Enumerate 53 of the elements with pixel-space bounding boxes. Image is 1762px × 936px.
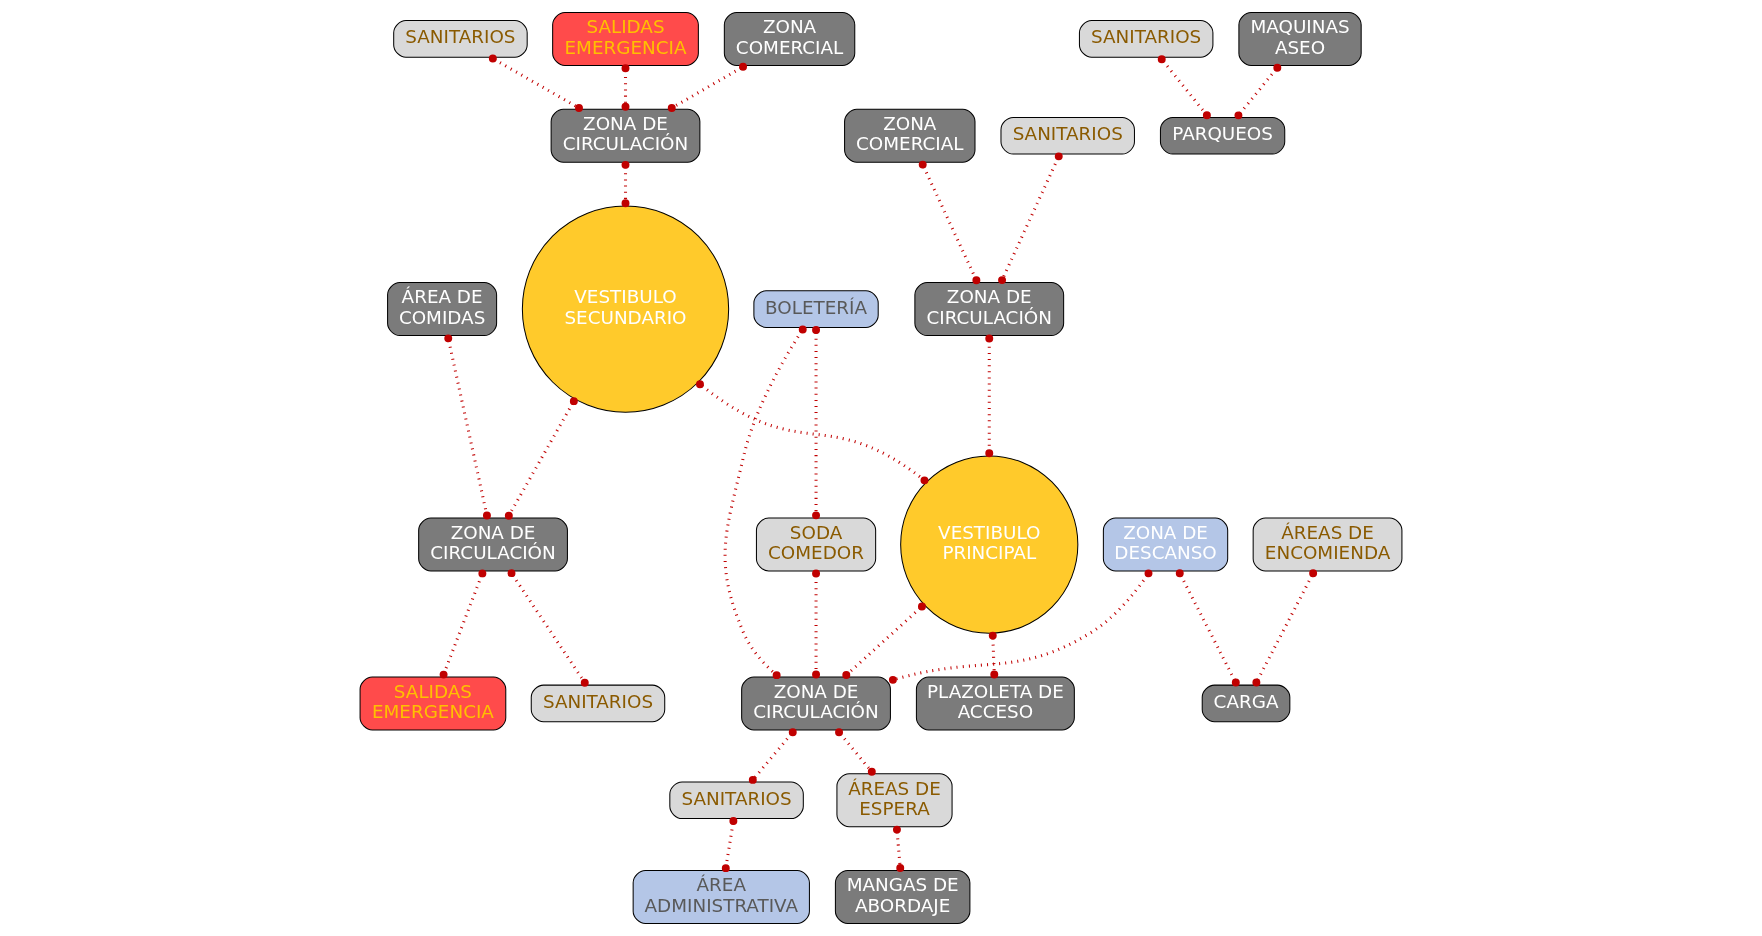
node-box: MANGAS DE ABORDAJE (834, 870, 971, 925)
node-box: ZONA DE CIRCULACIÓN (741, 676, 891, 731)
node-box: ZONA DE CIRCULACIÓN (550, 108, 701, 163)
connector (988, 631, 999, 679)
connector (444, 334, 491, 520)
node-box: ZONA DE CIRCULACIÓN (418, 517, 568, 572)
node-box: ÁREAS DE ESPERA (836, 773, 953, 828)
node-box: BOLETERÍA (753, 290, 879, 328)
node-box: SALIDAS EMERGENCIA (552, 11, 699, 66)
node-box: PLAZOLETA DE ACCESO (915, 676, 1075, 731)
node-circle: VESTIBULO SECUNDARIO (521, 205, 730, 413)
node-box: MAQUINAS ASEO (1238, 11, 1362, 66)
connector (985, 334, 994, 458)
connector (918, 160, 981, 285)
connector (621, 160, 630, 208)
node-box: ZONA COMERCIAL (723, 11, 856, 66)
connector (842, 602, 926, 680)
connector (488, 54, 583, 112)
connector (621, 64, 630, 111)
node-box: SANITARIOS (669, 781, 804, 820)
connector (1252, 569, 1318, 687)
node-box: PARQUEOS (1159, 116, 1286, 155)
connector (748, 728, 797, 784)
node-box: CARGA (1201, 684, 1291, 723)
connector (721, 817, 738, 873)
node-box: ÁREAS DE ENCOMIENDA (1252, 517, 1403, 572)
connector (998, 152, 1063, 285)
connector (892, 825, 905, 873)
connector (1234, 63, 1282, 120)
node-box: SANITARIOS (1000, 116, 1135, 155)
node-box: SODA COMEDOR (755, 517, 877, 572)
connector (667, 62, 747, 112)
node-box: ZONA COMERCIAL (844, 108, 976, 163)
connector (696, 380, 929, 485)
connector (835, 728, 876, 776)
connector (888, 569, 1153, 684)
connector (812, 326, 820, 520)
connector (812, 569, 820, 679)
node-box: SALIDAS EMERGENCIA (359, 676, 507, 731)
node-box: ÁREA DE COMIDAS (387, 282, 498, 337)
connector (504, 397, 578, 520)
node-circle: VESTIBULO PRINCIPAL (900, 455, 1079, 634)
node-box: ZONA DE CIRCULACIÓN (914, 282, 1065, 337)
node-box: ÁREA ADMINISTRATIVA (632, 870, 810, 925)
connector (439, 569, 487, 679)
node-box: SANITARIOS (530, 684, 666, 723)
node-box: ZONA DE DESCANSO (1102, 517, 1229, 572)
connector (1157, 55, 1211, 120)
connector (1175, 569, 1240, 687)
connector (507, 569, 589, 687)
connector (723, 325, 807, 680)
node-box: SANITARIOS (393, 20, 528, 58)
node-box: SANITARIOS (1078, 20, 1214, 58)
